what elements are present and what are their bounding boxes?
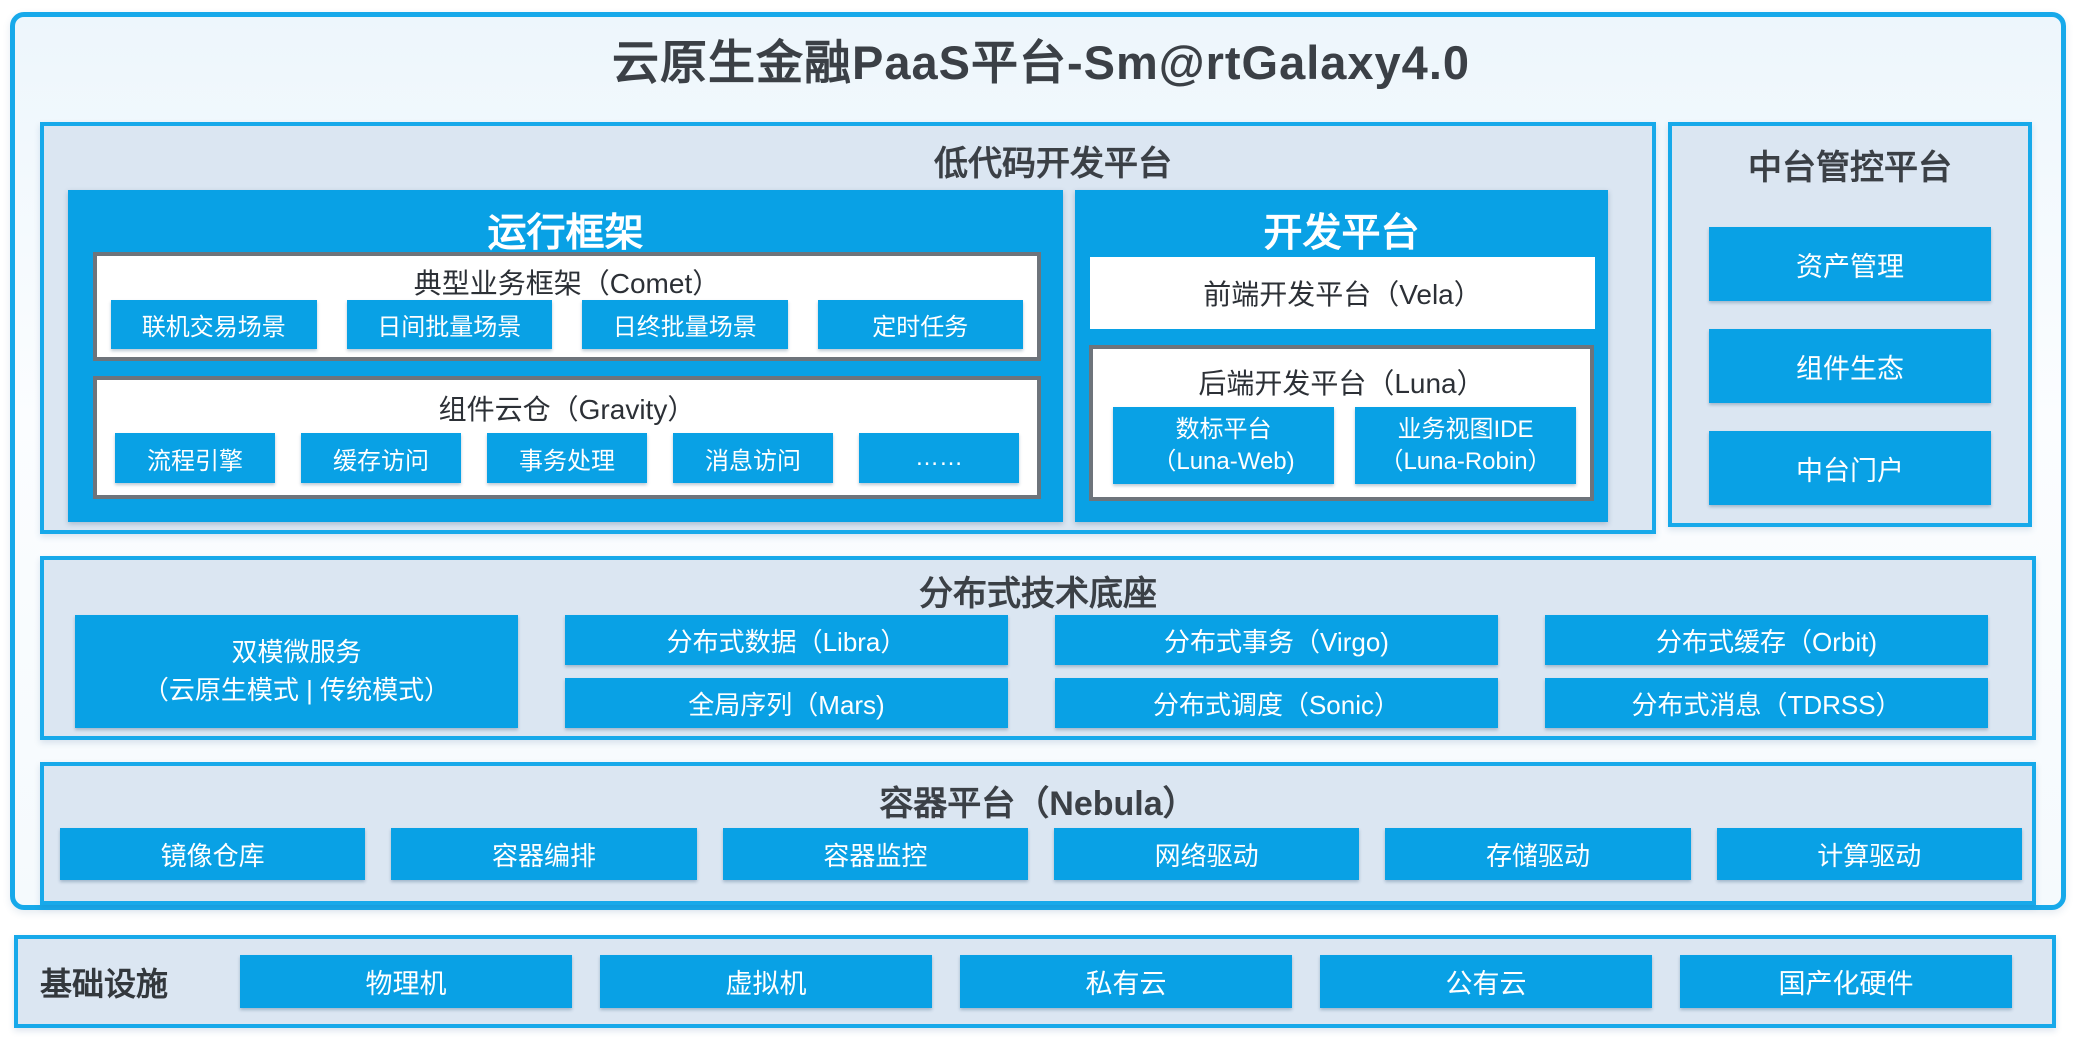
gravity-item: 缓存访问 (301, 433, 461, 483)
luna-item-web: 数标平台 （Luna-Web) (1113, 407, 1334, 484)
box-vela: 前端开发平台（Vela） (1090, 257, 1595, 329)
governance-item: 资产管理 (1709, 227, 1991, 301)
container-item: 镜像仓库 (60, 828, 366, 880)
runtime-header: 运行框架 (487, 212, 644, 255)
infrastructure-item: 国产化硬件 (1680, 955, 2012, 1008)
gravity-title: 组件云仓（Gravity） (438, 394, 696, 425)
comet-item: 日间批量场景 (346, 300, 552, 349)
panel-dev-platform: 开发平台 前端开发平台（Vela） 后端开发平台（Luna） 数标平台 （Lun… (1075, 190, 1608, 522)
infrastructure-item: 物理机 (240, 955, 572, 1008)
infrastructure-item-row: 物理机 虚拟机 私有云 公有云 国产化硬件 (240, 955, 2012, 1008)
dual-mode-microservice: 双模微服务 （云原生模式 | 传统模式） (75, 615, 518, 728)
distributed-column: 分布式缓存（Orbit) 分布式消息（TDRSS） (1545, 615, 1988, 728)
box-luna: 后端开发平台（Luna） 数标平台 （Luna-Web) 业务视图IDE （Lu… (1089, 345, 1594, 501)
comet-item: 日终批量场景 (582, 300, 788, 349)
dual-mode-line2: （云原生模式 | 传统模式） (142, 674, 451, 705)
container-item-row: 镜像仓库 容器编排 容器监控 网络驱动 存储驱动 计算驱动 (60, 828, 2022, 880)
gravity-item-ellipsis: …… (859, 433, 1019, 483)
luna-item-line1: 业务视图IDE (1397, 416, 1534, 444)
panel-distributed: 分布式技术底座 双模微服务 （云原生模式 | 传统模式） 分布式数据（Libra… (40, 556, 2036, 740)
distributed-item: 分布式消息（TDRSS） (1545, 678, 1988, 728)
container-platform-title: 容器平台（Nebula） (879, 785, 1197, 823)
container-item: 容器监控 (722, 828, 1028, 880)
luna-title: 后端开发平台（Luna） (1198, 368, 1485, 399)
infrastructure-item: 虚拟机 (600, 955, 932, 1008)
dual-mode-line1: 双模微服务 (231, 636, 362, 667)
gravity-item: 事务处理 (487, 433, 647, 483)
luna-item-row: 数标平台 （Luna-Web) 业务视图IDE （Luna-Robin） (1113, 407, 1576, 484)
comet-item: 定时任务 (817, 300, 1023, 349)
panel-runtime-framework: 运行框架 典型业务框架（Comet） 联机交易场景 日间批量场景 日终批量场景 … (68, 190, 1063, 522)
luna-item-line2: （Luna-Web) (1152, 447, 1295, 475)
governance-item: 中台门户 (1709, 431, 1991, 505)
panel-lowcode: 低代码开发平台 运行框架 典型业务框架（Comet） 联机交易场景 日间批量场景… (40, 122, 1656, 534)
luna-item-line2: （Luna-Robin） (1379, 447, 1552, 475)
infrastructure-title: 基础设施 (40, 965, 169, 1002)
comet-title: 典型业务框架（Comet） (413, 268, 721, 299)
distributed-item: 全局序列（Mars) (565, 678, 1008, 728)
luna-item-robin: 业务视图IDE （Luna-Robin） (1355, 407, 1576, 484)
box-gravity: 组件云仓（Gravity） 流程引擎 缓存访问 事务处理 消息访问 …… (93, 376, 1041, 499)
panel-governance: 中台管控平台 资产管理 组件生态 中台门户 (1668, 122, 2032, 527)
container-item: 存储驱动 (1385, 828, 1691, 880)
container-item: 容器编排 (391, 828, 697, 880)
distributed-grid: 双模微服务 （云原生模式 | 传统模式） 分布式数据（Libra） 全局序列（M… (75, 615, 1988, 728)
dev-header: 开发平台 (1263, 212, 1420, 255)
comet-item: 联机交易场景 (111, 300, 317, 349)
page-title: 云原生金融PaaS平台-Sm@rtGalaxy4.0 (611, 36, 1471, 89)
governance-item: 组件生态 (1709, 329, 1991, 403)
distributed-column: 分布式事务（Virgo) 分布式调度（Sonic） (1055, 615, 1498, 728)
gravity-item: 消息访问 (673, 433, 833, 483)
distributed-item: 分布式事务（Virgo) (1055, 615, 1498, 665)
container-item: 网络驱动 (1053, 828, 1360, 880)
comet-item-row: 联机交易场景 日间批量场景 日终批量场景 定时任务 (111, 300, 1023, 349)
governance-title: 中台管控平台 (1748, 149, 1952, 187)
distributed-item: 分布式数据（Libra） (565, 615, 1008, 665)
container-item: 计算驱动 (1716, 828, 2022, 880)
distributed-item: 分布式缓存（Orbit) (1545, 615, 1988, 665)
lowcode-title: 低代码开发平台 (934, 145, 1172, 183)
gravity-item: 流程引擎 (115, 433, 275, 483)
box-comet: 典型业务框架（Comet） 联机交易场景 日间批量场景 日终批量场景 定时任务 (93, 252, 1041, 361)
infrastructure-item: 私有云 (960, 955, 1292, 1008)
distributed-column: 分布式数据（Libra） 全局序列（Mars) (565, 615, 1008, 728)
distributed-item: 分布式调度（Sonic） (1055, 678, 1498, 728)
distributed-title: 分布式技术底座 (919, 575, 1157, 613)
panel-infrastructure: 基础设施 物理机 虚拟机 私有云 公有云 国产化硬件 (14, 935, 2056, 1028)
panel-container-platform: 容器平台（Nebula） 镜像仓库 容器编排 容器监控 网络驱动 存储驱动 计算… (40, 762, 2036, 905)
gravity-item-row: 流程引擎 缓存访问 事务处理 消息访问 …… (115, 433, 1019, 483)
infrastructure-item: 公有云 (1320, 955, 1652, 1008)
governance-list: 资产管理 组件生态 中台门户 (1672, 227, 2028, 505)
luna-item-line1: 数标平台 (1175, 416, 1272, 444)
